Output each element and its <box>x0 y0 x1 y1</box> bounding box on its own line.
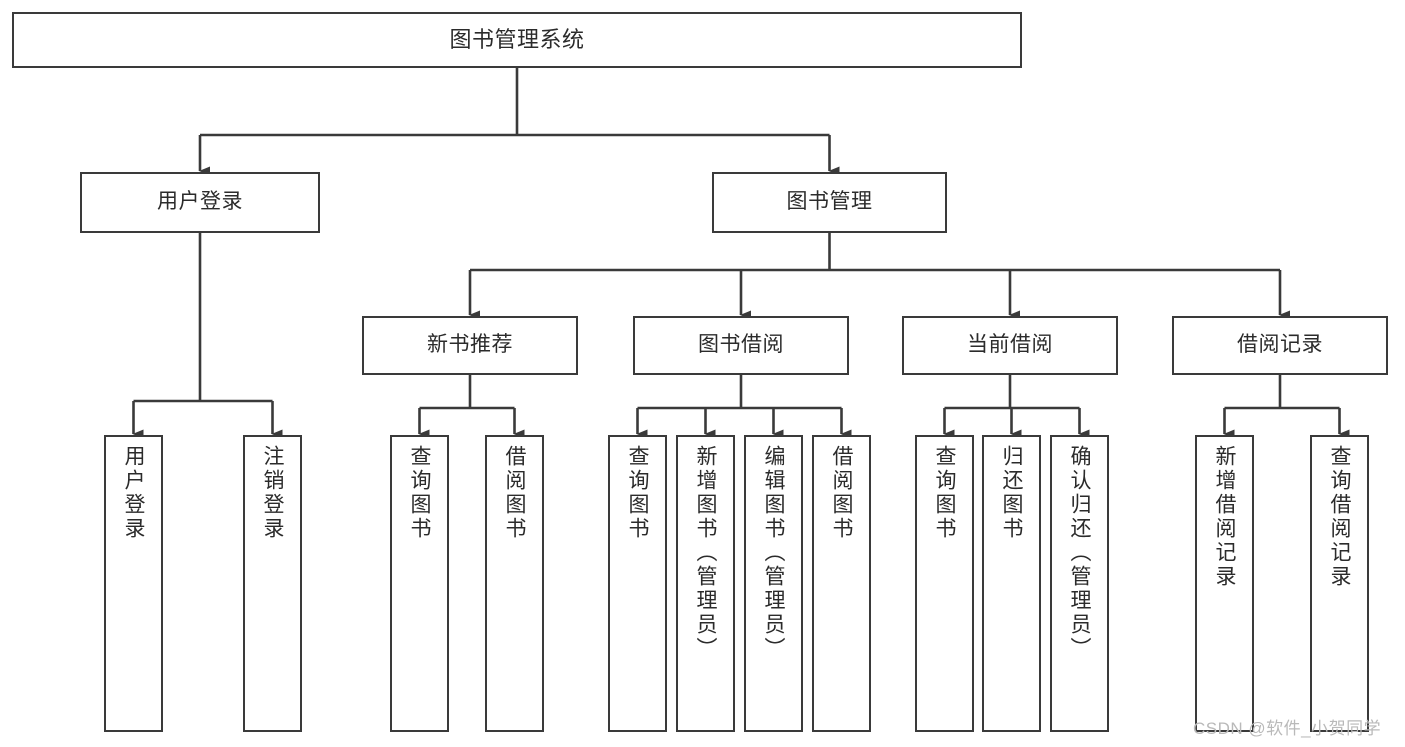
node-user-login-label: 用户登录 <box>157 190 243 214</box>
node-leaf-add-book-label: 新增图书（管理员） <box>694 445 717 661</box>
node-borrow-record[interactable]: 借阅记录 <box>1172 316 1388 375</box>
node-leaf-query-record-label: 查询借阅记录 <box>1328 445 1351 589</box>
node-leaf-query-book-3-label: 查询图书 <box>933 445 956 541</box>
node-root-label: 图书管理系统 <box>449 27 585 53</box>
node-root[interactable]: 图书管理系统 <box>12 12 1022 68</box>
node-leaf-add-book[interactable]: 新增图书（管理员） <box>676 435 735 732</box>
node-current-borrow-label: 当前借阅 <box>967 333 1053 357</box>
node-book-manage[interactable]: 图书管理 <box>712 172 947 233</box>
node-leaf-borrow-book-2[interactable]: 借阅图书 <box>812 435 871 732</box>
node-leaf-confirm-return[interactable]: 确认归还（管理员） <box>1050 435 1109 732</box>
node-leaf-query-book-3[interactable]: 查询图书 <box>915 435 974 732</box>
node-current-borrow[interactable]: 当前借阅 <box>902 316 1118 375</box>
node-leaf-borrow-book-2-label: 借阅图书 <box>830 445 853 541</box>
node-leaf-query-book-2[interactable]: 查询图书 <box>608 435 667 732</box>
node-new-book-recommend-label: 新书推荐 <box>427 333 513 357</box>
node-leaf-add-record[interactable]: 新增借阅记录 <box>1195 435 1254 732</box>
node-leaf-query-record[interactable]: 查询借阅记录 <box>1310 435 1369 732</box>
node-leaf-logout-label: 注销登录 <box>261 445 284 541</box>
node-leaf-confirm-return-label: 确认归还（管理员） <box>1068 445 1091 661</box>
node-borrow-record-label: 借阅记录 <box>1237 333 1323 357</box>
node-user-login[interactable]: 用户登录 <box>80 172 320 233</box>
node-new-book-recommend[interactable]: 新书推荐 <box>362 316 578 375</box>
node-leaf-return-book[interactable]: 归还图书 <box>982 435 1041 732</box>
node-leaf-query-book-1-label: 查询图书 <box>408 445 431 541</box>
node-leaf-query-book-2-label: 查询图书 <box>626 445 649 541</box>
node-leaf-borrow-book-1[interactable]: 借阅图书 <box>485 435 544 732</box>
node-leaf-add-record-label: 新增借阅记录 <box>1213 445 1236 589</box>
node-leaf-logout[interactable]: 注销登录 <box>243 435 302 732</box>
node-leaf-borrow-book-1-label: 借阅图书 <box>503 445 526 541</box>
node-leaf-edit-book[interactable]: 编辑图书（管理员） <box>744 435 803 732</box>
node-leaf-user-login-label: 用户登录 <box>122 445 145 541</box>
node-leaf-query-book-1[interactable]: 查询图书 <box>390 435 449 732</box>
node-book-manage-label: 图书管理 <box>786 190 873 214</box>
node-leaf-user-login[interactable]: 用户登录 <box>104 435 163 732</box>
node-leaf-return-book-label: 归还图书 <box>1000 445 1023 541</box>
node-leaf-edit-book-label: 编辑图书（管理员） <box>762 445 785 661</box>
node-book-borrow-label: 图书借阅 <box>698 333 784 357</box>
node-book-borrow[interactable]: 图书借阅 <box>633 316 849 375</box>
